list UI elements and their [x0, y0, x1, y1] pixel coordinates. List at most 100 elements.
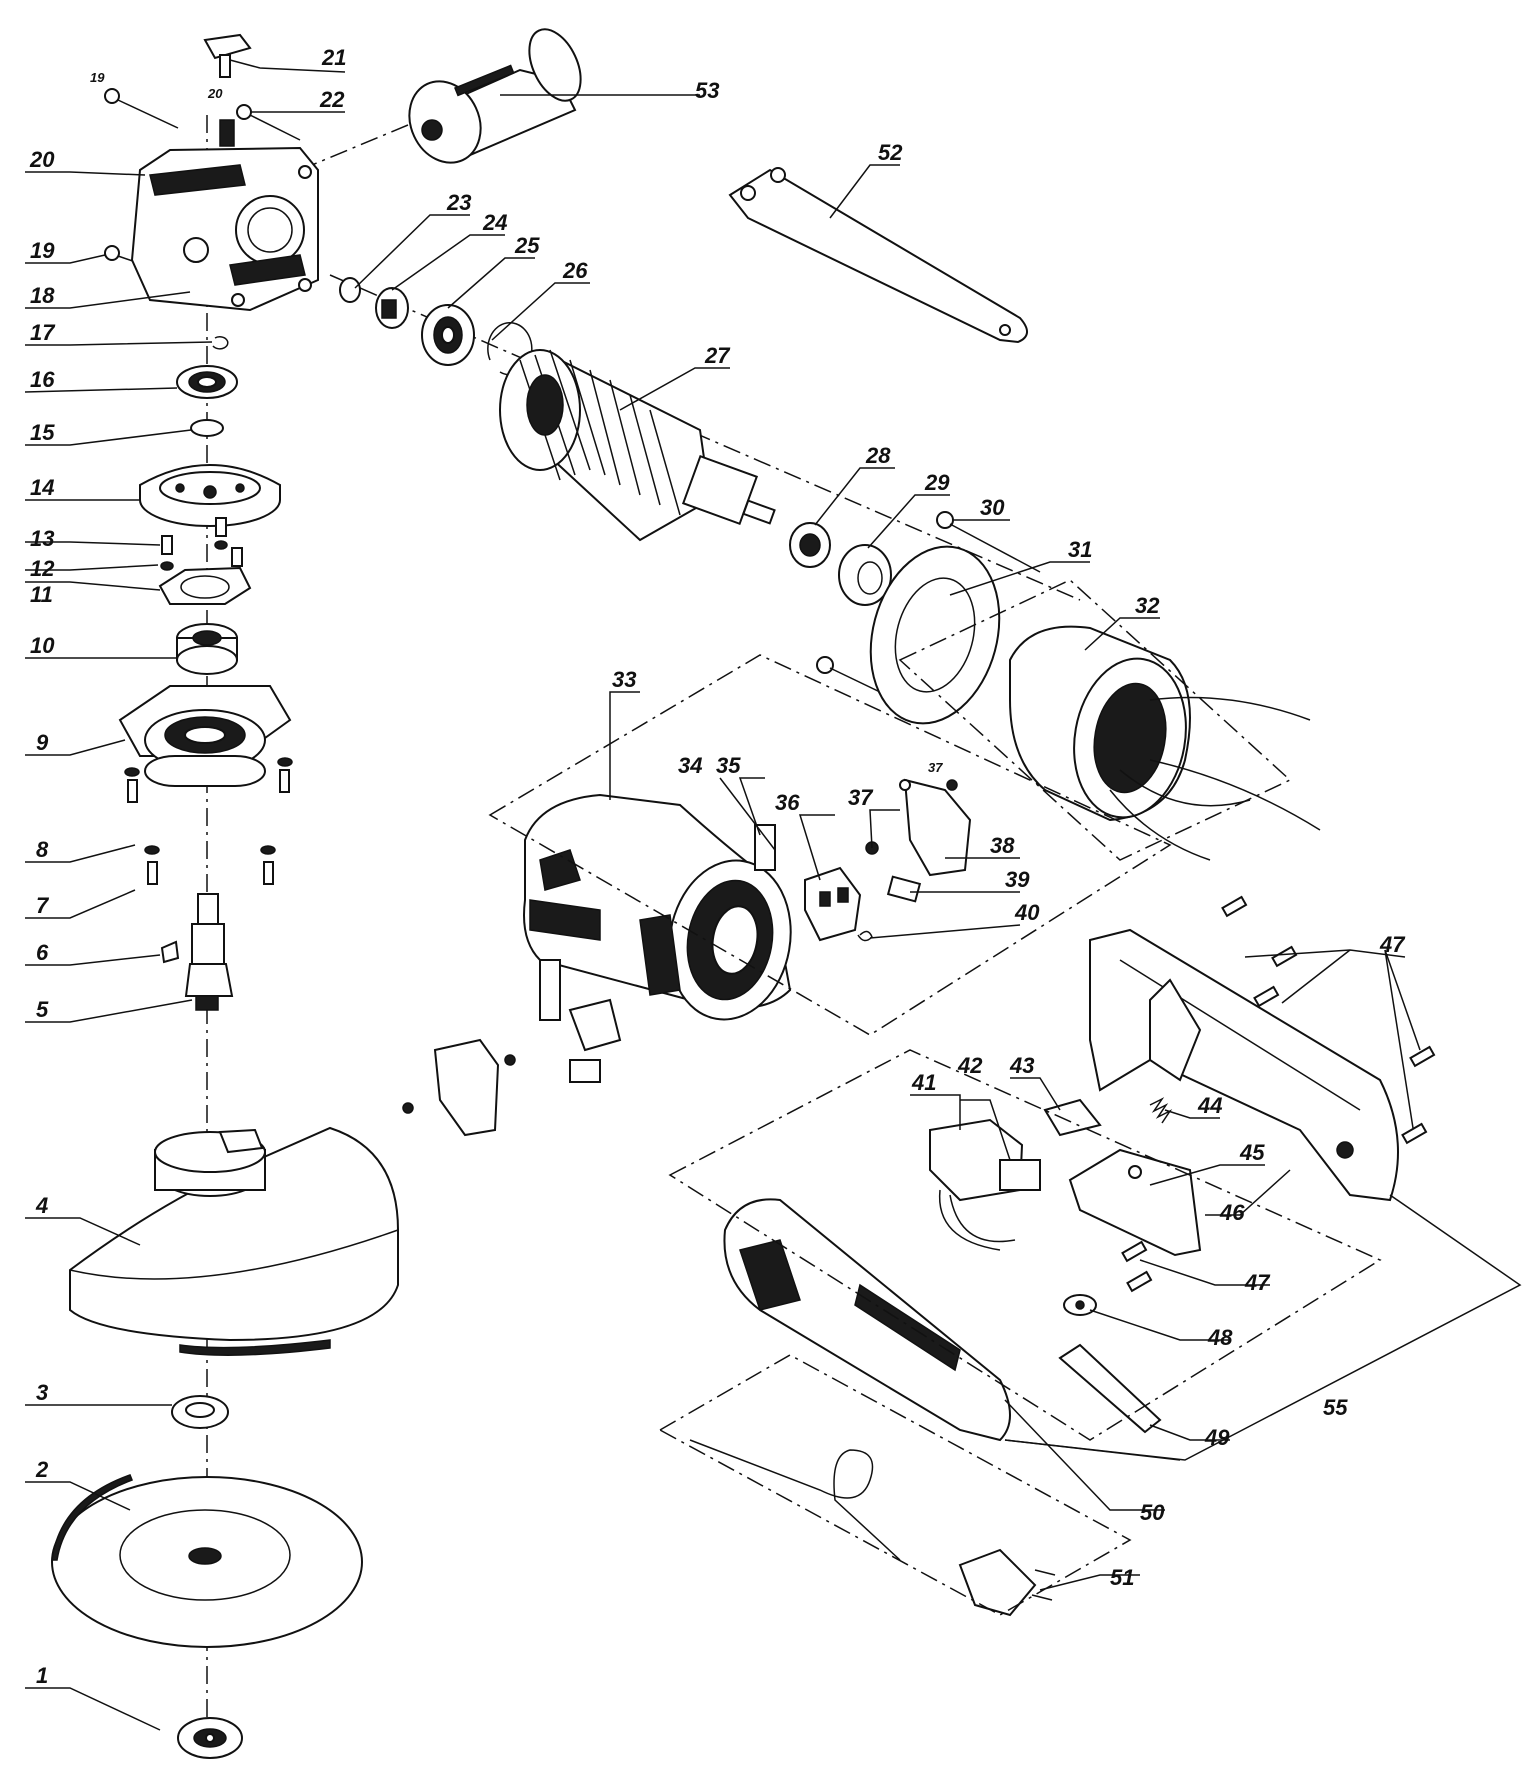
label-34: 34: [678, 753, 702, 778]
label-36: 36: [775, 790, 800, 815]
part-27-armature: [499, 349, 776, 542]
part-21-spindle-lock-button: [203, 33, 252, 78]
label-4: 4: [35, 1193, 48, 1218]
label-30: 30: [980, 495, 1005, 520]
label-47-bottom: 47: [1244, 1270, 1271, 1295]
label-12: 12: [30, 556, 55, 581]
label-21: 21: [321, 45, 346, 70]
label-42: 42: [957, 1053, 983, 1078]
part-16-bearing: [176, 365, 238, 399]
label-20-spring: 20: [207, 86, 223, 101]
part-47-screws: [1121, 895, 1436, 1293]
part-36-brush-holder: [804, 866, 862, 942]
part-28-bearing: [789, 522, 831, 568]
label-33: 33: [612, 667, 636, 692]
part-46-handle-housing: [1089, 928, 1399, 1202]
label-38: 38: [990, 833, 1015, 858]
label-11: 11: [30, 582, 53, 607]
label-2: 2: [35, 1457, 49, 1482]
part-50-rear-handle-cover: [723, 1198, 1011, 1442]
label-25: 25: [514, 233, 540, 258]
part-38-brush-cover: [899, 778, 972, 877]
motor-assembly-boundary: [488, 654, 1172, 1036]
part-17-circlip: [212, 336, 229, 350]
part-14-bevel-gear: [139, 464, 281, 527]
label-23: 23: [446, 190, 471, 215]
label-37-middle: 37: [848, 785, 874, 810]
handle-assembly-boundary: [668, 1049, 1382, 1441]
label-40: 40: [1014, 900, 1040, 925]
label-48: 48: [1207, 1325, 1233, 1350]
part-37-screw-top: [946, 779, 958, 791]
part-11-bearing-plate: [158, 566, 252, 605]
label-13: 13: [30, 526, 54, 551]
label-5: 5: [36, 997, 49, 1022]
label-55: 55: [1323, 1395, 1348, 1420]
label-46: 46: [1219, 1200, 1245, 1225]
label-17: 17: [30, 320, 56, 345]
part-9-bearing-flange: [118, 685, 292, 787]
brush-assembly-lower: [402, 959, 622, 1137]
stator-assembly-boundary: [898, 579, 1292, 861]
part-29-bearing-sleeve: [838, 544, 892, 606]
part-52-spanner-wrench: [728, 167, 1028, 344]
part-1-clamp-nut: [177, 1717, 243, 1759]
part-31-air-baffle: [869, 545, 1001, 725]
label-24: 24: [482, 210, 507, 235]
part-43-lock-lever: [1043, 1098, 1102, 1137]
part-34-brush-holder-plate: [754, 824, 776, 871]
label-51: 51: [1110, 1565, 1134, 1590]
part-32-stator: [1009, 625, 1321, 861]
part-48-cord-clamp: [1063, 1294, 1097, 1316]
part-10-bearing: [176, 623, 238, 675]
part-15-washer: [190, 419, 224, 437]
part-49-cord-sleeve: [1058, 1343, 1162, 1434]
label-29: 29: [924, 470, 950, 495]
part-8-washers: [124, 757, 293, 855]
part-5-spindle: [184, 893, 234, 1011]
label-31: 31: [1068, 537, 1092, 562]
part-45-switch-lever: [1068, 1148, 1202, 1257]
part-2-cutting-disc: [51, 1474, 363, 1648]
label-19-lower: 19: [30, 238, 55, 263]
part-42-capacitor: [999, 1159, 1041, 1191]
part-22-screw: [236, 104, 301, 141]
label-26: 26: [562, 258, 588, 283]
label-8: 8: [36, 837, 49, 862]
label-47-top: 47: [1379, 932, 1406, 957]
label-43: 43: [1009, 1053, 1034, 1078]
label-41: 41: [911, 1070, 936, 1095]
part-40-brush-spring: [857, 930, 873, 942]
label-49: 49: [1204, 1425, 1230, 1450]
part-20-spring: [219, 119, 235, 147]
part-13-screws: [161, 517, 243, 567]
part-51-power-cord: [689, 1439, 1056, 1617]
label-37-top: 37: [928, 760, 943, 775]
label-27: 27: [704, 343, 731, 368]
part-7-screws: [127, 769, 290, 885]
label-44: 44: [1197, 1093, 1222, 1118]
label-14: 14: [30, 475, 54, 500]
cord-assembly-boundary: [658, 1354, 1132, 1616]
part-12-washers: [160, 540, 228, 571]
part-25-bearing: [421, 304, 475, 366]
label-32: 32: [1135, 593, 1160, 618]
label-20-housing: 20: [29, 147, 55, 172]
part-19-screw-top: [104, 88, 179, 129]
label-19-top: 19: [90, 70, 105, 85]
part-53-side-handle: [408, 28, 582, 164]
part-18-gear-housing: [130, 146, 319, 312]
label-45: 45: [1239, 1140, 1265, 1165]
leader-lines: [24, 59, 1522, 1731]
part-3-inner-flange: [171, 1395, 229, 1429]
part-23-nut: [339, 277, 361, 303]
part-6-key: [160, 940, 180, 964]
part-4-wheel-guard: [69, 1126, 399, 1356]
part-39-carbon-brush: [886, 875, 922, 903]
part-number-labels: 1 2 3 4 5 6 7 8 9 10 11 12 13 14 15 16 1…: [29, 45, 1406, 1688]
label-35: 35: [716, 753, 741, 778]
label-28: 28: [865, 443, 891, 468]
part-33-motor-housing: [523, 793, 792, 1021]
label-1: 1: [36, 1663, 48, 1688]
label-7: 7: [36, 893, 50, 918]
